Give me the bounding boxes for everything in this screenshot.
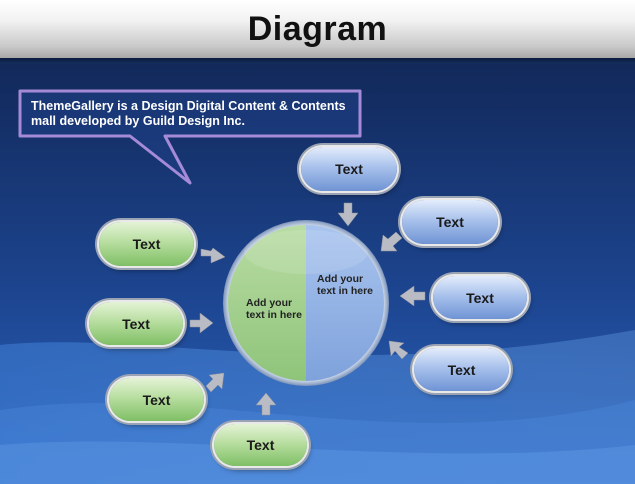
node-left: Text — [89, 302, 183, 345]
arrow-up-right-icon — [205, 372, 225, 393]
title-bar: Diagram — [0, 0, 635, 58]
callout-bubble — [18, 89, 362, 185]
arrow-right-icon — [189, 312, 214, 334]
node-top: Text — [301, 147, 397, 191]
node-upper-left: Text — [99, 222, 194, 266]
arrow-down-icon — [337, 202, 359, 227]
arrows — [189, 202, 426, 416]
node-right: Text — [433, 276, 527, 319]
node-upper-right: Text — [402, 200, 498, 244]
arrow-left-icon — [399, 285, 426, 307]
arrow-up-icon — [255, 392, 277, 416]
page-title: Diagram — [247, 9, 388, 48]
arrow-down-left-icon — [380, 231, 403, 252]
center-circle — [223, 220, 389, 386]
arrow-up-left-icon — [388, 340, 409, 360]
node-lower-left: Text — [109, 378, 204, 421]
callout-line-1: ThemeGallery is a Design Digital Content… — [31, 99, 346, 113]
title-underline — [0, 58, 635, 64]
callout-text: ThemeGallery is a Design Digital Content… — [31, 99, 361, 129]
node-lower-right: Text — [414, 348, 509, 391]
arrow-down-right-icon — [200, 247, 226, 264]
center-right-text: Add your text in here — [317, 273, 374, 297]
callout-line-2: mall developed by Guild Design Inc. — [31, 114, 245, 128]
background-art — [0, 64, 635, 484]
node-bottom: Text — [214, 424, 307, 466]
center-left-text: Add your text in here — [246, 297, 303, 321]
